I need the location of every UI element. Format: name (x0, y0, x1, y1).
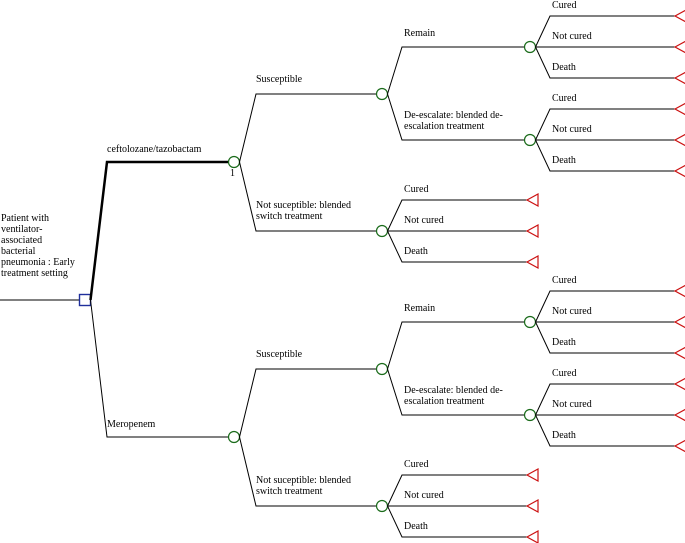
outcome-label: Death (404, 521, 428, 532)
root-label: associated (1, 235, 42, 246)
susceptibility-branch (239, 93, 377, 163)
circle-chance-node-icon (375, 499, 389, 513)
susceptibility-branch (239, 436, 377, 507)
triangle-terminal-node-icon (673, 102, 685, 116)
outcome-label: Cured (552, 93, 576, 104)
circle-chance-node-icon (375, 362, 389, 376)
outcome-branch (535, 108, 675, 141)
strategy-label: Remain (404, 28, 435, 39)
susceptibility-label: switch treatment (256, 486, 323, 497)
triangle-terminal-node-icon (525, 498, 539, 514)
outcome-label: Not cured (404, 490, 444, 501)
strategy-branch (387, 93, 525, 141)
square-decision-node-icon (78, 293, 92, 307)
circle-chance-node-icon (523, 315, 537, 329)
outcome-branch (387, 474, 527, 507)
circle-chance-node-icon (375, 87, 389, 101)
outcome-branch (535, 15, 675, 48)
triangle-terminal-node-icon (525, 223, 539, 239)
triangle-terminal-node-icon (673, 133, 685, 147)
outcome-label: Cured (404, 459, 428, 470)
circle-chance-node-icon (375, 224, 389, 238)
outcome-branch (535, 321, 675, 354)
outcome-branch (387, 199, 527, 232)
strategy-label: De-escalate: blended de- (404, 110, 503, 121)
strategy-branch (387, 321, 525, 370)
outcome-label: Death (552, 62, 576, 73)
circle-chance-node-icon (523, 408, 537, 422)
circle-chance-node-icon (227, 430, 241, 444)
outcome-branch (535, 383, 675, 416)
outcome-label: Not cured (552, 124, 592, 135)
outcome-label: Not cured (552, 31, 592, 42)
root-label: ventilator- (1, 224, 42, 235)
susceptibility-branch (239, 368, 377, 438)
outcome-branch (535, 139, 675, 172)
triangle-terminal-node-icon (525, 467, 539, 483)
susceptibility-label: Susceptible (256, 74, 303, 85)
susceptibility-label: switch treatment (256, 211, 323, 222)
strategy-label: escalation treatment (404, 396, 484, 407)
strategy-label: Remain (404, 303, 435, 314)
treatment-branch (89, 160, 229, 301)
strategy-branch (387, 46, 525, 95)
strategy-label: De-escalate: blended de- (404, 385, 503, 396)
outcome-label: Death (552, 430, 576, 441)
outcome-label: Cured (404, 184, 428, 195)
node-tag: 1 (230, 168, 235, 179)
treatment-branch (90, 299, 229, 438)
triangle-terminal-node-icon (673, 284, 685, 298)
outcome-label: Death (552, 155, 576, 166)
triangle-terminal-node-icon (525, 254, 539, 270)
outcome-label: Death (404, 246, 428, 257)
root-label: bacterial (1, 246, 36, 257)
circle-chance-node-icon (227, 155, 241, 169)
root-label: treatment setting (1, 268, 68, 279)
treatment-label: ceftolozane/tazobactam (107, 144, 202, 155)
outcome-branch (535, 290, 675, 323)
outcome-label: Cured (552, 368, 576, 379)
triangle-terminal-node-icon (673, 71, 685, 85)
outcome-label: Cured (552, 275, 576, 286)
triangle-terminal-node-icon (673, 9, 685, 23)
triangle-terminal-node-icon (673, 346, 685, 360)
outcome-label: Death (552, 337, 576, 348)
triangle-terminal-node-icon (673, 40, 685, 54)
treatment-label: Meropenem (107, 419, 156, 430)
circle-chance-node-icon (523, 40, 537, 54)
outcome-label: Not cured (552, 399, 592, 410)
outcome-branch (387, 230, 527, 263)
susceptibility-label: Not suceptible: blended (256, 475, 351, 486)
outcome-label: Not cured (404, 215, 444, 226)
circle-chance-node-icon (523, 133, 537, 147)
outcome-branch (535, 46, 675, 79)
triangle-terminal-node-icon (525, 192, 539, 208)
susceptibility-branch (239, 161, 377, 232)
root-label: Patient with (1, 213, 49, 224)
strategy-branch (387, 368, 525, 416)
outcome-label: Cured (552, 0, 576, 11)
outcome-branch (535, 414, 675, 447)
triangle-terminal-node-icon (673, 377, 685, 391)
strategy-label: escalation treatment (404, 121, 484, 132)
triangle-terminal-node-icon (673, 164, 685, 178)
triangle-terminal-node-icon (525, 529, 539, 543)
outcome-label: Not cured (552, 306, 592, 317)
root-label: pneumonia : Early (1, 257, 75, 268)
outcome-branch (387, 505, 527, 538)
triangle-terminal-node-icon (673, 439, 685, 453)
triangle-terminal-node-icon (673, 315, 685, 329)
susceptibility-label: Not suceptible: blended (256, 200, 351, 211)
triangle-terminal-node-icon (673, 408, 685, 422)
susceptibility-label: Susceptible (256, 349, 303, 360)
